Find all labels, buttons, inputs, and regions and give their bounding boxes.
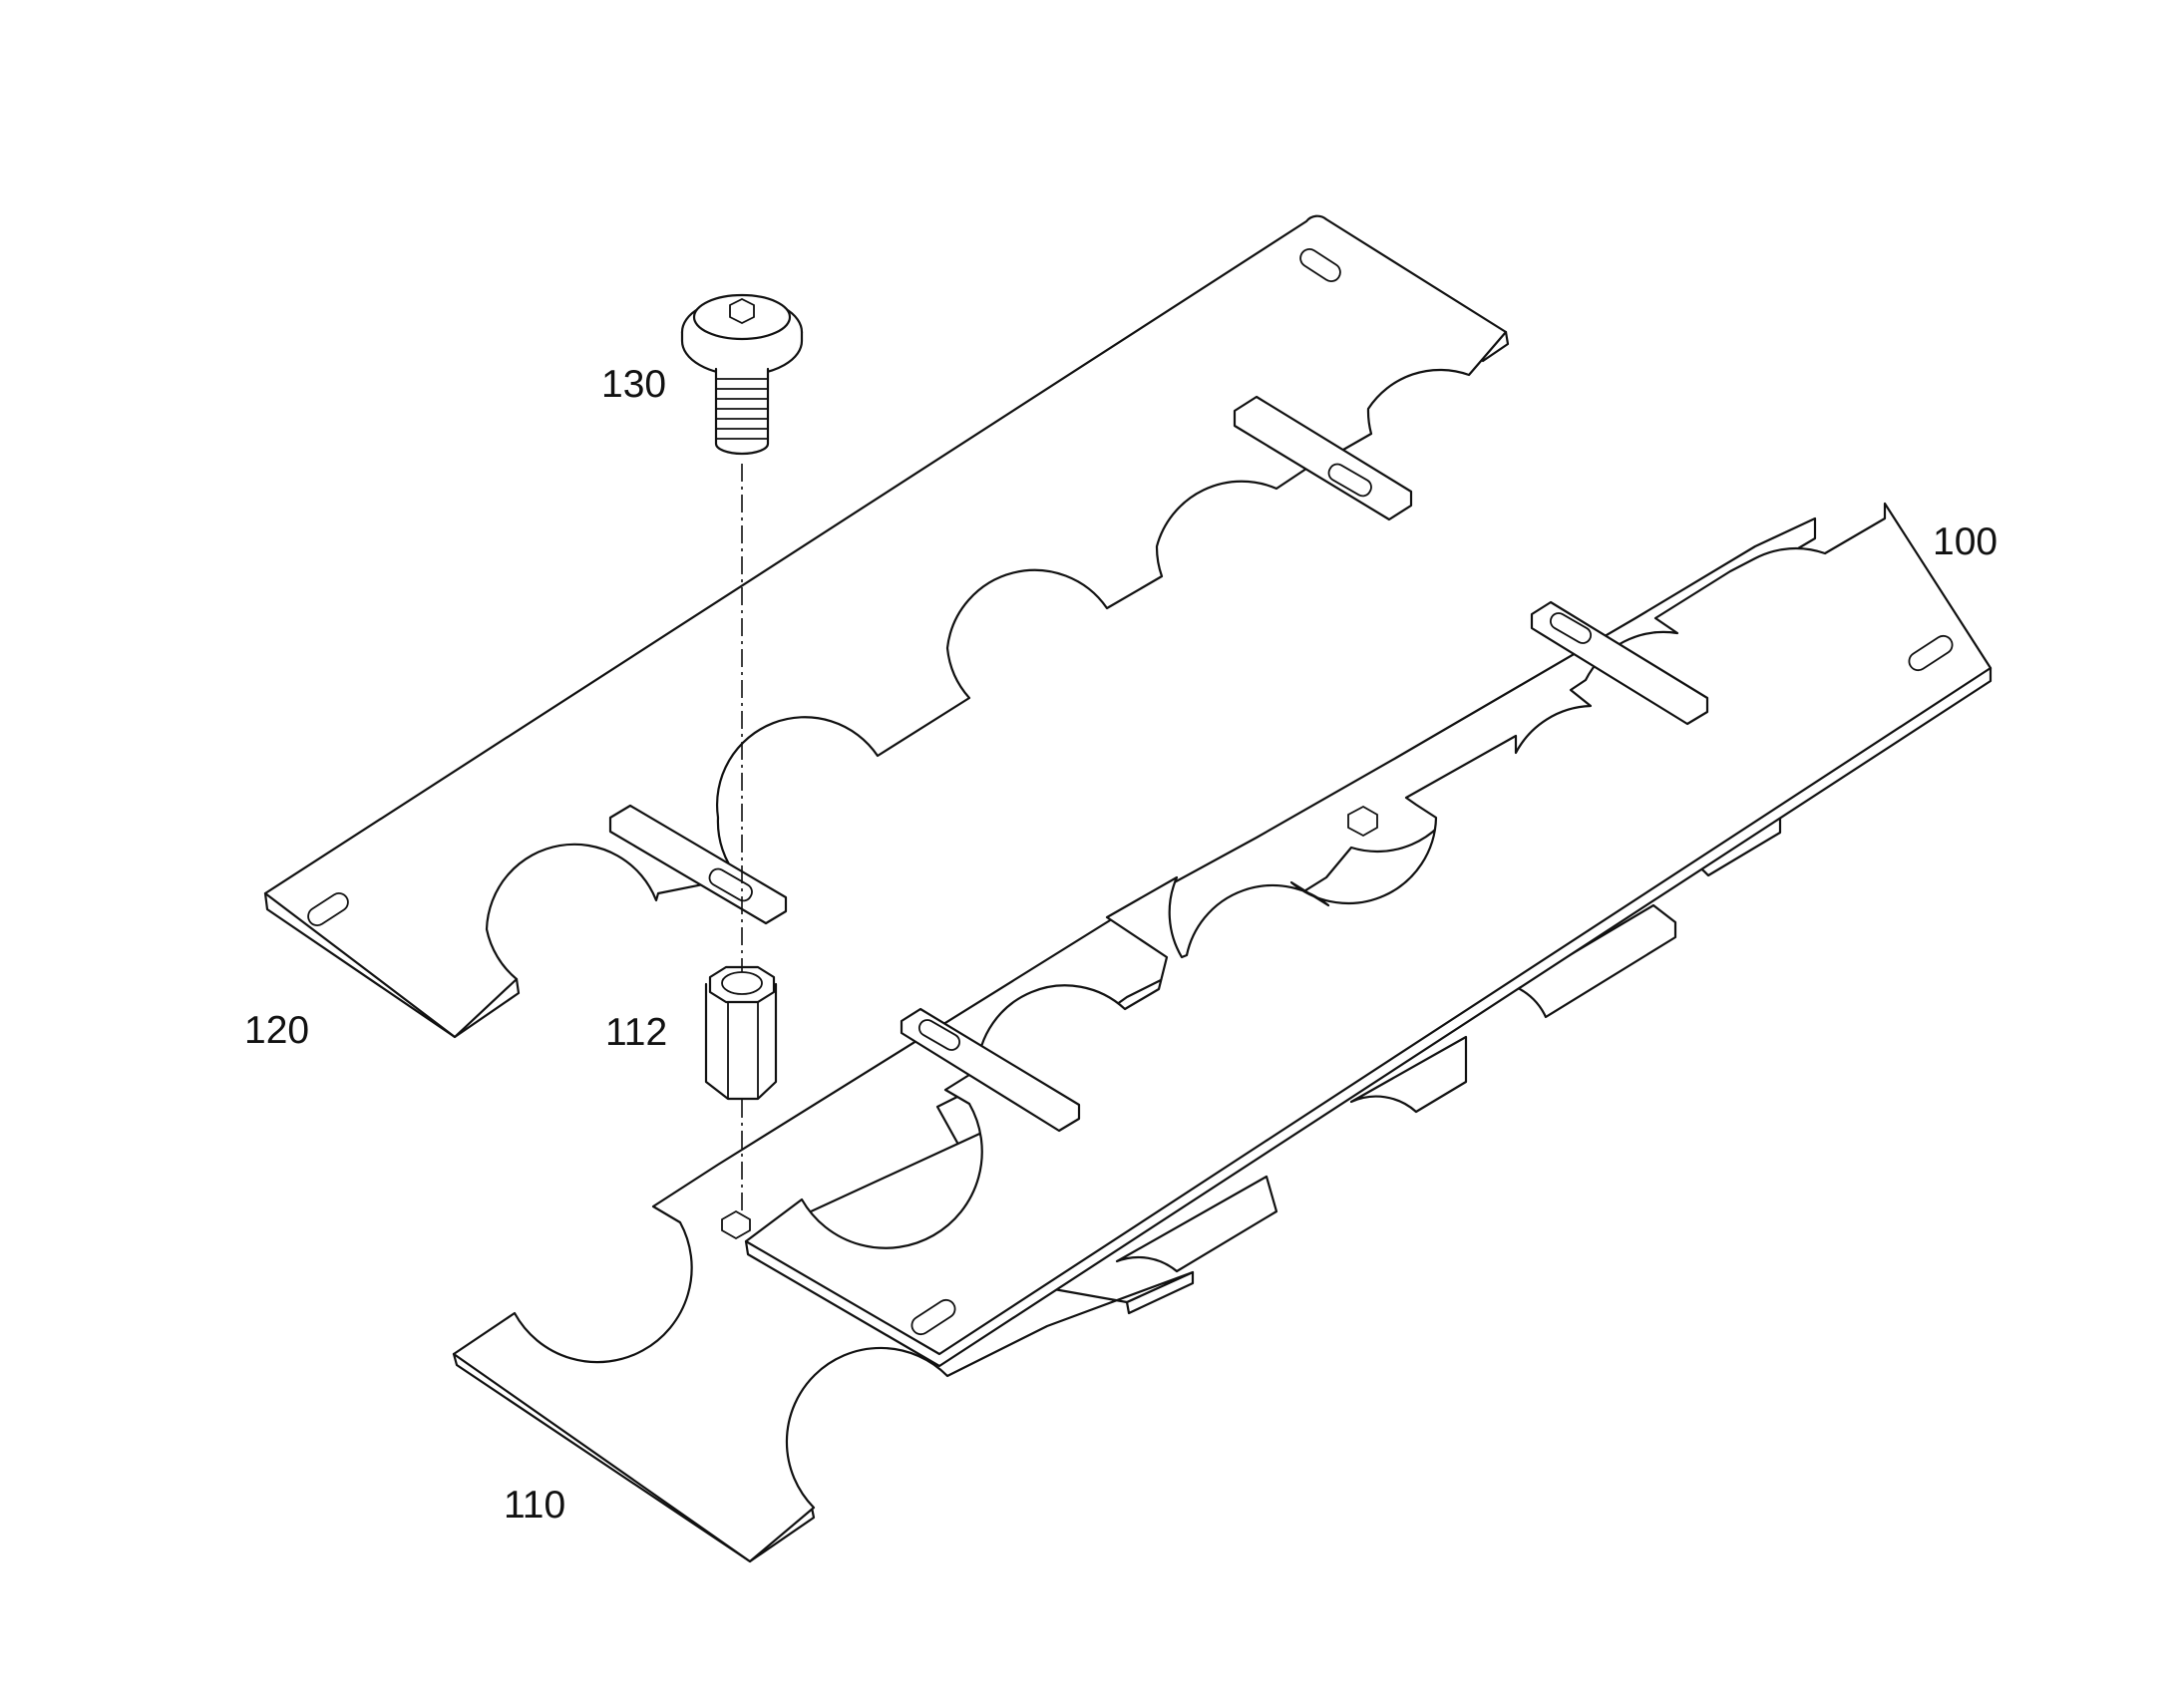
bar-upper-right — [1233, 395, 1413, 521]
label-130: 130 — [601, 363, 666, 406]
screw-hex-socket — [729, 297, 755, 325]
bar-front-right — [1530, 600, 1709, 726]
upper-plate-slot-left — [307, 892, 349, 926]
upper-plate — [263, 214, 1510, 1039]
front-plate-hex-hole — [1347, 805, 1378, 838]
front-plate — [744, 502, 1993, 1368]
bar-upper-left — [608, 804, 788, 925]
label-100: 100 — [1933, 520, 1998, 563]
label-112: 112 — [605, 1011, 667, 1054]
front-plate-slot-left — [910, 1298, 956, 1336]
label-120: 120 — [244, 1009, 309, 1052]
bar-front-left — [900, 1007, 1081, 1133]
screw — [680, 293, 804, 456]
upper-plate-slot-right — [1299, 248, 1341, 282]
upper-plate-face — [263, 214, 1508, 1039]
front-plate-slot-right — [1908, 634, 1954, 672]
label-110: 110 — [504, 1484, 565, 1527]
lower-plate-hex-hole — [721, 1209, 751, 1240]
nut — [704, 965, 778, 1101]
